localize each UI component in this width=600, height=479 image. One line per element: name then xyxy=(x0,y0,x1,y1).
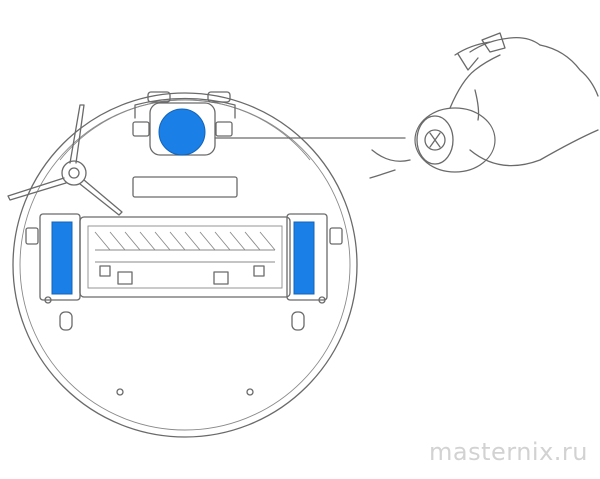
robot-body xyxy=(12,92,358,438)
left-cliff-sensor xyxy=(25,213,81,301)
side-brush xyxy=(7,104,123,216)
main-brush-compartment xyxy=(79,216,291,298)
front-sensors xyxy=(132,91,233,137)
rear-latches xyxy=(59,311,305,331)
hand-illustration xyxy=(369,32,599,179)
site-watermark: masternix.ru xyxy=(429,438,588,466)
right-cliff-sensor xyxy=(286,213,343,301)
charging-contacts xyxy=(132,176,238,198)
front-caster-wheel xyxy=(134,97,406,156)
